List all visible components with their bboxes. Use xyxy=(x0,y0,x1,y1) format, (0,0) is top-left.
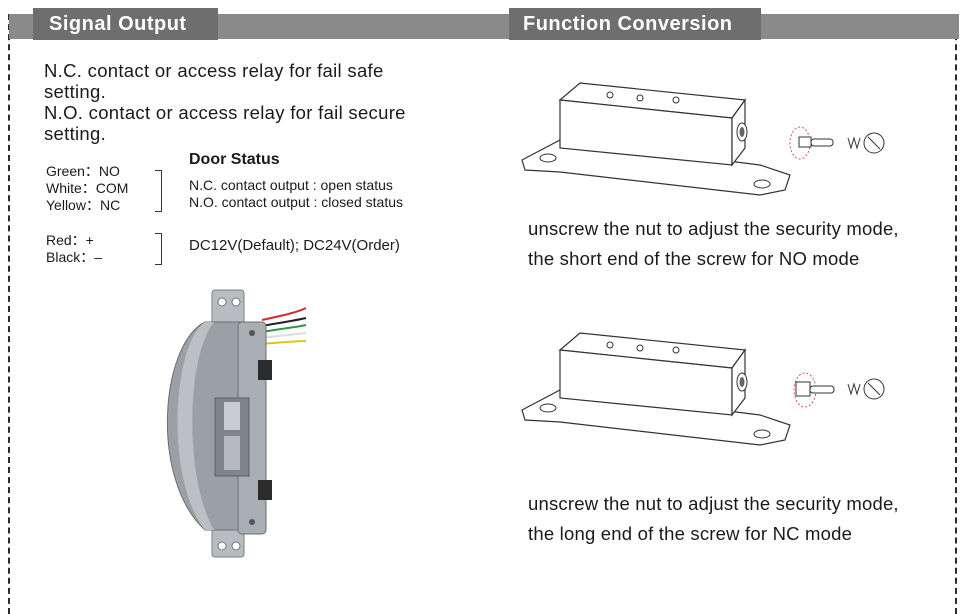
intro-line: setting. xyxy=(44,81,107,102)
door-status-nc: N.C. contact output : open status xyxy=(189,177,393,193)
wire-green-label: Green：NO xyxy=(46,163,120,179)
wiring-bracket xyxy=(155,170,162,212)
caption-line: the long end of the screw for NC mode xyxy=(528,523,853,544)
wiring-legend: Green：NO White：COM Yellow：NC xyxy=(46,163,128,214)
voltage-spec: DC12V(Default); DC24V(Order) xyxy=(189,237,400,254)
power-bracket xyxy=(155,233,162,265)
lock-mechanism-diagram-nc xyxy=(521,332,885,446)
caption-line: the short end of the screw for NO mode xyxy=(528,248,860,269)
caption-nc-mode: unscrew the nut to adjust the security m… xyxy=(528,489,899,549)
door-status-no: N.O. contact output : closed status xyxy=(189,194,403,210)
caption-no-mode: unscrew the nut to adjust the security m… xyxy=(528,214,899,274)
wire-yellow-label: Yellow：NC xyxy=(46,197,121,213)
power-legend: Red：+ Black：– xyxy=(46,232,102,266)
section-title-function-conversion: Function Conversion xyxy=(509,8,761,40)
intro-line: N.C. contact or access relay for fail sa… xyxy=(44,60,384,81)
caption-line: unscrew the nut to adjust the security m… xyxy=(528,493,899,514)
strike-lock-illustration xyxy=(166,289,307,558)
door-status-list: N.C. contact output : open status N.O. c… xyxy=(189,177,403,211)
intro-line: setting. xyxy=(44,123,107,144)
intro-line: N.O. contact or access relay for fail se… xyxy=(44,102,406,123)
wire-black-label: Black：– xyxy=(46,249,103,265)
wire-red-label: Red：+ xyxy=(46,232,94,248)
lock-mechanism-diagram-no xyxy=(521,82,885,196)
wire-white-label: White：COM xyxy=(46,180,129,196)
caption-line: unscrew the nut to adjust the security m… xyxy=(528,218,899,239)
section-title-signal-output: Signal Output xyxy=(33,8,218,40)
door-status-title: Door Status xyxy=(189,151,280,168)
intro-text: N.C. contact or access relay for fail sa… xyxy=(44,60,464,144)
